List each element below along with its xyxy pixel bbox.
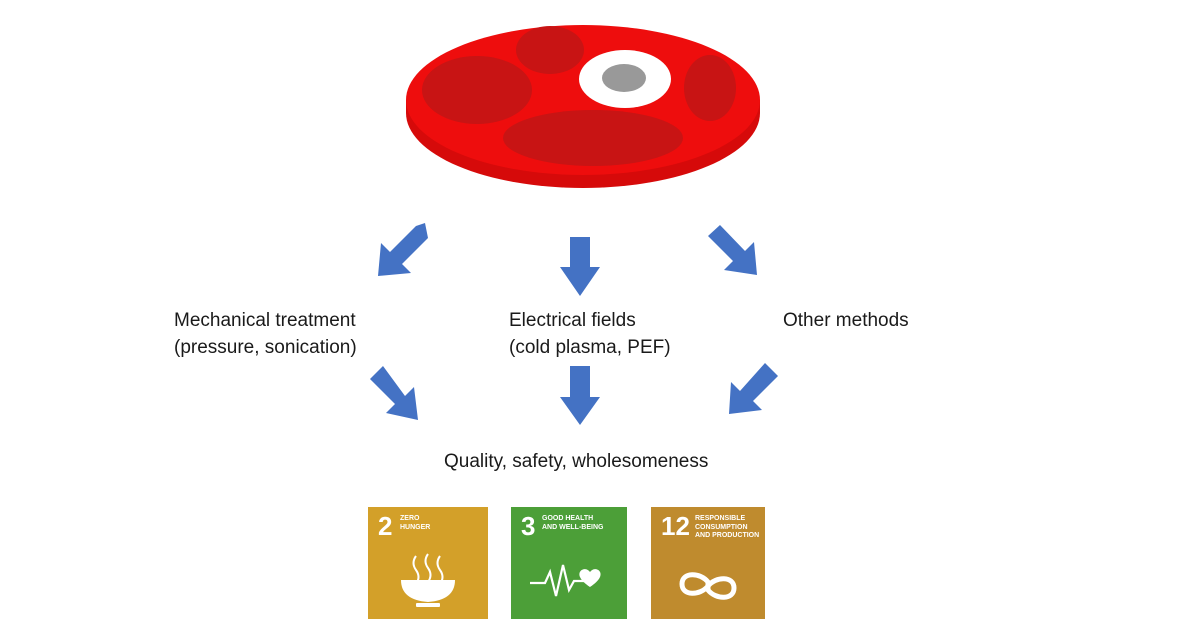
arrow-to-other [708,225,757,275]
sdg-12-background [651,507,765,619]
sdg-3-title: GOOD HEALTH AND WELL-BEING [542,515,604,531]
other-methods-label: Other methods [783,307,909,334]
sdg-2-title: ZERO HUNGER [400,515,431,531]
meat-slice-icon [406,25,760,188]
mechanical-treatment-label: Mechanical treatment (pressure, sonicati… [174,307,357,361]
arrow-from-electrical [560,366,600,425]
electrical-fields-label: Electrical fields (cold plasma, PEF) [509,307,671,361]
sdg-2-number: 2 [378,511,393,541]
electrical-fields-examples: (cold plasma, PEF) [509,337,671,358]
sdg-icons-graphics [368,507,765,619]
muscle-region [684,55,736,121]
mechanical-treatment-title: Mechanical treatment [174,310,356,331]
other-methods-title: Other methods [783,310,909,331]
outcome-title: Quality, safety, wholesomeness [444,451,709,472]
sdg-3-background [511,507,627,619]
electrical-fields-title: Electrical fields [509,310,636,331]
infinity-icon [679,572,737,600]
arrow-to-electrical [560,237,600,296]
arrow-from-mechanical [370,366,418,420]
sdg-12-title: RESPONSIBLE CONSUMPTION AND PRODUCTION [695,515,760,539]
mechanical-treatment-examples: (pressure, sonication) [174,337,357,358]
heartbeat-icon [530,564,601,597]
sdg-2-tile: 2 ZERO HUNGER [368,507,488,619]
muscle-region [422,56,532,124]
sdg-3-number: 3 [521,511,536,541]
sdg-3-tile: 3 GOOD HEALTH AND WELL-BEING [511,507,631,619]
outcome-label: Quality, safety, wholesomeness [444,448,708,475]
sdg-12-number: 12 [661,511,690,541]
arrow-from-other [729,363,778,414]
bowl-icon [401,553,455,607]
bone-icon [602,64,646,92]
muscle-region [503,110,683,166]
muscle-region [516,26,584,74]
sdg-12-tile: 12 RESPONSIBLE CONSUMPTION AND PRODUCTIO… [651,507,771,619]
arrow-to-mechanical [378,223,428,276]
